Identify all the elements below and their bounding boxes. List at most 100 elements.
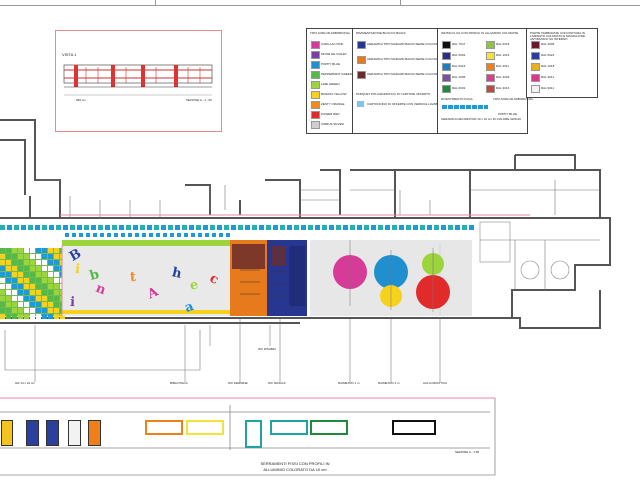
circle-red (416, 275, 450, 309)
corridor-tile (100, 233, 104, 237)
mosaic-tile (24, 254, 29, 259)
legend-ral-label: RAL 4005 (452, 75, 466, 79)
mosaic-tile (18, 278, 23, 283)
mosaic-tile (54, 254, 59, 259)
corridor-tile (70, 225, 75, 230)
legend-ral-tile-strip (442, 105, 488, 109)
mosaic-tile (6, 296, 11, 301)
mosaic-tile (24, 290, 29, 295)
legend-ral-subheading: RIVESTIMENTO FUGA (441, 97, 473, 101)
corridor-tile (420, 225, 425, 230)
legend-pav-label: CERAMICA TIPO MARAZZI BAGNI SERIE COLOUR… (367, 72, 491, 76)
mosaic-tile (18, 254, 23, 259)
legend-ral-label: RAL 1016 (496, 53, 510, 57)
mosaic-tile (36, 296, 41, 301)
mosaic-tile (60, 284, 65, 289)
plan-callout: AULA DIDATTICA (423, 381, 448, 385)
floor-letter: n (93, 280, 108, 299)
mosaic-tile (48, 278, 53, 283)
mosaic-tile (18, 248, 23, 253)
circle-blue (374, 255, 408, 289)
plan-callout: DIAMETRO 1 m (338, 381, 360, 385)
legend-ral-label: RAL 5024 (452, 64, 466, 68)
legend-tipo-label: ZESTY ORANGE (321, 102, 345, 106)
mosaic-tile (54, 260, 59, 265)
corridor-tile (21, 225, 26, 230)
corridor-tile (98, 225, 103, 230)
vista-title: VISTA 1 (62, 52, 77, 57)
mosaic-tile (48, 314, 53, 319)
corridor-tile (121, 233, 125, 237)
legend-ral-heading: INFISSI FLUO CON PROFILI IN ALLUMINIO CO… (441, 31, 519, 35)
corridor-tile (210, 225, 215, 230)
corridor-tile (273, 225, 278, 230)
corridor-tile (154, 225, 159, 230)
mosaic-tile (42, 296, 47, 301)
floor-letter: A (145, 284, 161, 303)
corridor-tile (427, 225, 432, 230)
mosaic-tile (18, 296, 23, 301)
vista-drawing (63, 64, 213, 96)
corridor-tile (105, 225, 110, 230)
legend-tipo-label: POPPY BLUE (321, 62, 340, 66)
corridor-tile (315, 225, 320, 230)
corridor-tile (28, 225, 33, 230)
mosaic-tile (36, 278, 41, 283)
mosaic-tile (36, 260, 41, 265)
legend-pav-label: CERAMICA TIPO MARAZZI BAGNI SERIE COLOUR… (367, 57, 493, 61)
legend-ral-label: RAL 2011 (496, 64, 510, 68)
mosaic-tile (48, 272, 53, 277)
corridor-tile (156, 233, 160, 237)
legend-ral-swatch (442, 52, 451, 60)
mosaic-tile (30, 248, 35, 253)
legend-porte-label: RAL 1018 (541, 64, 555, 68)
mosaic-tile (18, 266, 23, 271)
corridor-tile (86, 233, 90, 237)
mosaic-tile (54, 302, 59, 307)
mosaic-tile (60, 308, 65, 313)
corridor-tile (170, 233, 174, 237)
mosaic-tile (12, 308, 17, 313)
corridor-tile (301, 225, 306, 230)
mosaic-tile (6, 254, 11, 259)
window-orange (145, 420, 183, 435)
vista-scale: SEZIONE A - 1 : 50 (186, 98, 212, 102)
legend-ral-label: RAL 4003 (496, 75, 510, 79)
corridor-tile (142, 233, 146, 237)
mosaic-tile (54, 248, 59, 253)
corridor-tile (336, 225, 341, 230)
legend-ral-label: RAL 6018 (496, 42, 510, 46)
page-top-rule (0, 5, 640, 6)
floor-letter: t (129, 269, 137, 286)
legend-ral-swatch (486, 85, 495, 93)
circle-pink (333, 255, 367, 289)
legend-ral-sublabel: CERAMICA DECORATIVA 10 x 10 cm DI COLORE… (441, 117, 521, 121)
legend-pav-sub-label: CARTONCINO DI OFFERTE CON VERNICE LAVABI… (367, 102, 442, 106)
legend-pav-subheading: PARQUET POLICROMATICO IN CARTONE OFFERTO (356, 92, 431, 96)
wc-femmine-floor (230, 240, 267, 316)
mosaic-tile (0, 308, 5, 313)
door-orange (88, 420, 101, 446)
legend-porte-label: RAL 3011 (541, 75, 555, 79)
corridor-tile (226, 233, 230, 237)
legend-pav-swatch (357, 56, 366, 64)
vista-panel: VISTA 1 660 cm SEZIONE A - 1 : 50 (55, 30, 222, 132)
mosaic-tile (24, 284, 29, 289)
corridor-tile (212, 233, 216, 237)
legend-ral-label: RAL 7047 (452, 42, 466, 46)
legend-tipo-label: CIRRUS SILVER (321, 122, 344, 126)
corridor-tile (448, 225, 453, 230)
corridor-tile (205, 233, 209, 237)
vista-dim: 660 cm (76, 98, 86, 102)
corridor-tile (177, 233, 181, 237)
mosaic-tile (6, 272, 11, 277)
legend-tipo-heading: TIPO ANDLUR ARBORIONAL (310, 31, 351, 35)
corridor-tile (79, 233, 83, 237)
corridor-tile (0, 225, 5, 230)
floor-letter: c (207, 271, 221, 288)
corridor-tile (114, 233, 118, 237)
mosaic-tile (42, 272, 47, 277)
legend-ral: INFISSI FLUO CON PROFILI IN ALLUMINIO CO… (437, 28, 533, 134)
legend-porte-swatch (531, 63, 540, 71)
mosaic-tile (30, 260, 35, 265)
